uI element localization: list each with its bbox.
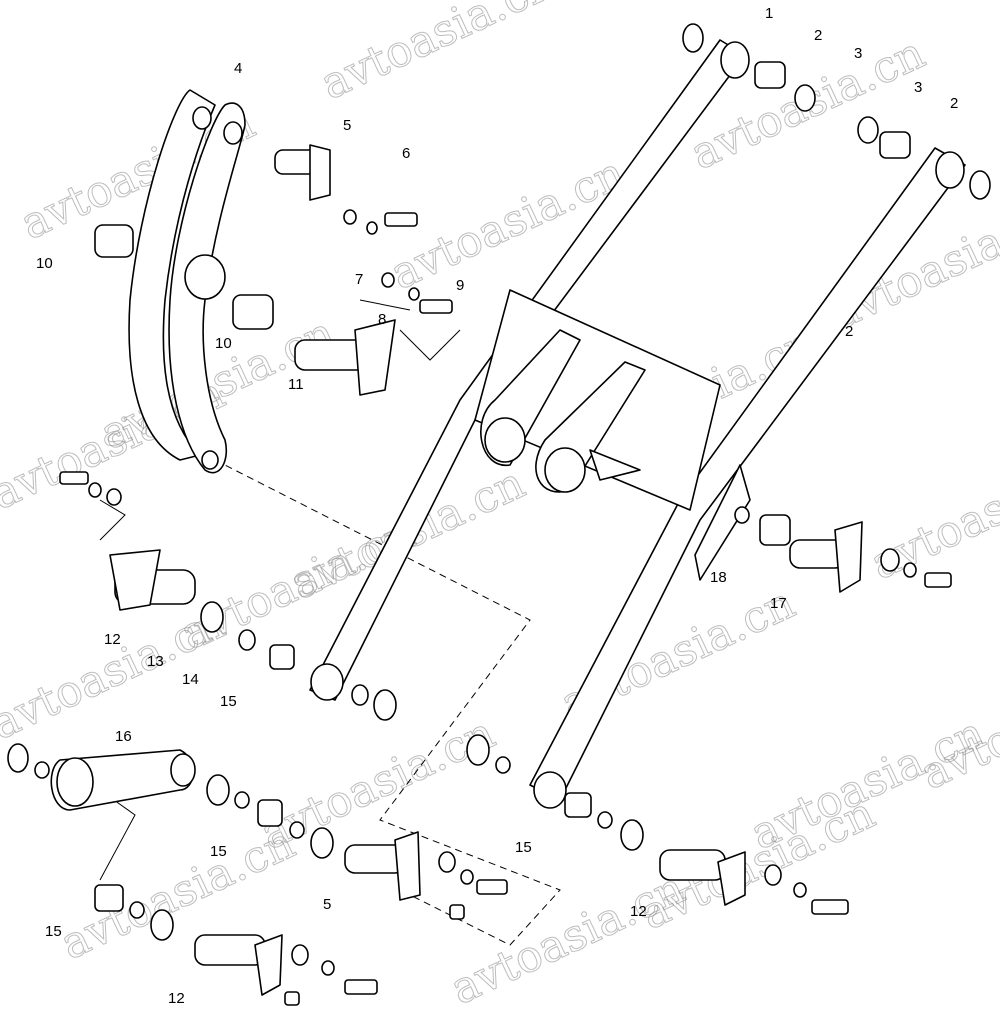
callout: 13: [147, 653, 164, 670]
callout: 3: [914, 79, 922, 96]
callout: 17: [770, 595, 787, 612]
assembly-line: [214, 459, 561, 946]
callout: 15: [220, 693, 237, 710]
callout: 9: [456, 277, 464, 294]
boom-frame: [309, 39, 966, 809]
callout: 16: [115, 728, 132, 745]
callout: 12: [104, 631, 121, 648]
callout: 18: [710, 569, 727, 586]
callout: 10: [215, 335, 232, 352]
callout: 4: [234, 60, 242, 77]
watermark-text: avtoasia.cn: [253, 708, 502, 860]
watermark-text: avtoasia.cn: [313, 0, 562, 110]
callout-labels: 1 2 3 3 2 4 5 6 10 7 9 8 10 11 2 12 13 1…: [36, 5, 958, 1007]
callout: 2: [845, 323, 853, 340]
callout: 2: [814, 27, 822, 44]
callout: 1: [765, 5, 773, 22]
hardware: [7, 23, 991, 1006]
callout: 14: [182, 671, 199, 688]
callout: 15: [210, 843, 227, 860]
callout: 12: [630, 903, 647, 920]
callout: 7: [355, 271, 363, 288]
callout: 5: [343, 117, 351, 134]
link-plate-4: [128, 89, 246, 474]
callout: 15: [45, 923, 62, 940]
callout: 5: [323, 896, 331, 913]
callout: 12: [168, 990, 185, 1007]
callout: 2: [950, 95, 958, 112]
callout: 8: [378, 311, 386, 328]
leader-lines: [99, 299, 461, 881]
callout: 6: [402, 145, 410, 162]
callout: 11: [288, 376, 304, 393]
callout: 10: [36, 255, 53, 272]
callout: 3: [854, 45, 862, 62]
callout: 15: [515, 839, 532, 856]
